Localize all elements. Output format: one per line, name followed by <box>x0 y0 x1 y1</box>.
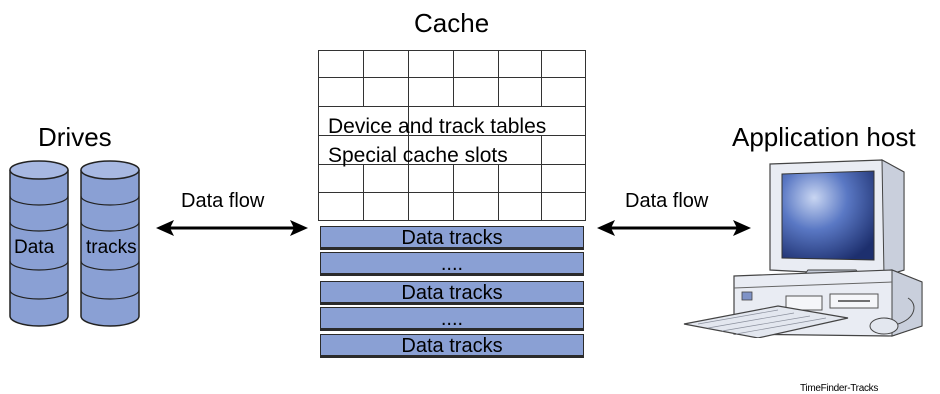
right-data-flow-label: Data flow <box>625 190 709 212</box>
device-track-tables-label: Device and track tables <box>328 115 547 138</box>
cache-title: Cache <box>414 8 490 38</box>
ellipsis-band: .... <box>320 252 584 276</box>
left-data-flow-label: Data flow <box>181 190 265 212</box>
drive-left-label: Data <box>14 237 55 258</box>
cache-grid <box>318 50 586 221</box>
special-cache-slots-label: Special cache slots <box>328 144 508 167</box>
right-double-arrow-icon <box>597 220 751 236</box>
data-tracks-band: Data tracks <box>320 281 584 305</box>
drive-stack-left-icon <box>9 160 69 327</box>
application-host-title: Application host <box>732 122 916 152</box>
drive-right-label: tracks <box>86 237 137 258</box>
figure-footnote: TimeFinder-Tracks <box>800 383 879 394</box>
computer-workstation-icon <box>683 159 923 338</box>
data-tracks-band: Data tracks <box>320 334 584 358</box>
drives-title: Drives <box>38 122 112 152</box>
ellipsis-band: .... <box>320 307 584 331</box>
data-tracks-band: Data tracks <box>320 226 584 250</box>
left-double-arrow-icon <box>156 220 308 236</box>
drive-stack-right-icon <box>80 160 140 327</box>
